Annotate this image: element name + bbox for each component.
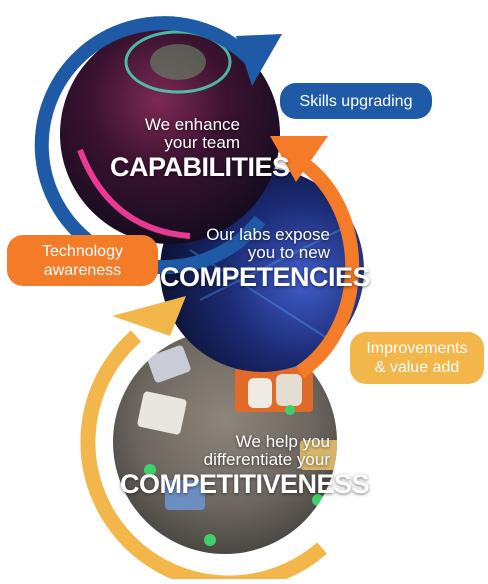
competencies-heading: COMPETENCIES [160, 262, 371, 292]
competitiveness-text: We help you differentiate your COMPETITI… [120, 432, 370, 500]
competencies-line-2: you to new [247, 243, 330, 262]
competitiveness-line-1: We help you [235, 432, 330, 451]
capabilities-heading: CAPABILITIES [110, 152, 290, 182]
orange-cycle-arc [296, 158, 360, 378]
capabilities-circle [60, 24, 280, 244]
technology-awareness-label: Technology awareness [7, 235, 158, 286]
improvements-line-1: Improvements [366, 340, 468, 357]
yellow-arrow-head [112, 296, 186, 336]
technology-awareness-line-2: awareness [43, 261, 122, 279]
orange-arrow-head [270, 136, 328, 182]
competencies-text: Our labs expose you to new COMPETENCIES [160, 225, 371, 293]
technology-awareness-line-1: Technology [42, 242, 123, 260]
capabilities-text: We enhance your team CAPABILITIES [110, 115, 290, 183]
improvements-line-2: & value add [374, 359, 460, 376]
capabilities-line-2: your team [164, 133, 240, 152]
competitiveness-heading: COMPETITIVENESS [120, 469, 370, 499]
skills-upgrading-label: Skills upgrading [280, 83, 432, 119]
blue-arrow-head [236, 34, 282, 86]
skills-upgrading-text: Skills upgrading [299, 92, 413, 110]
capabilities-photo [77, 30, 232, 239]
blue-cycle-arc [34, 16, 266, 275]
competencies-line-1: Our labs expose [206, 225, 330, 244]
improvements-label: Improvements & value add [350, 332, 484, 384]
capabilities-line-1: We enhance [144, 115, 240, 134]
competitiveness-line-2: differentiate your [203, 450, 330, 469]
